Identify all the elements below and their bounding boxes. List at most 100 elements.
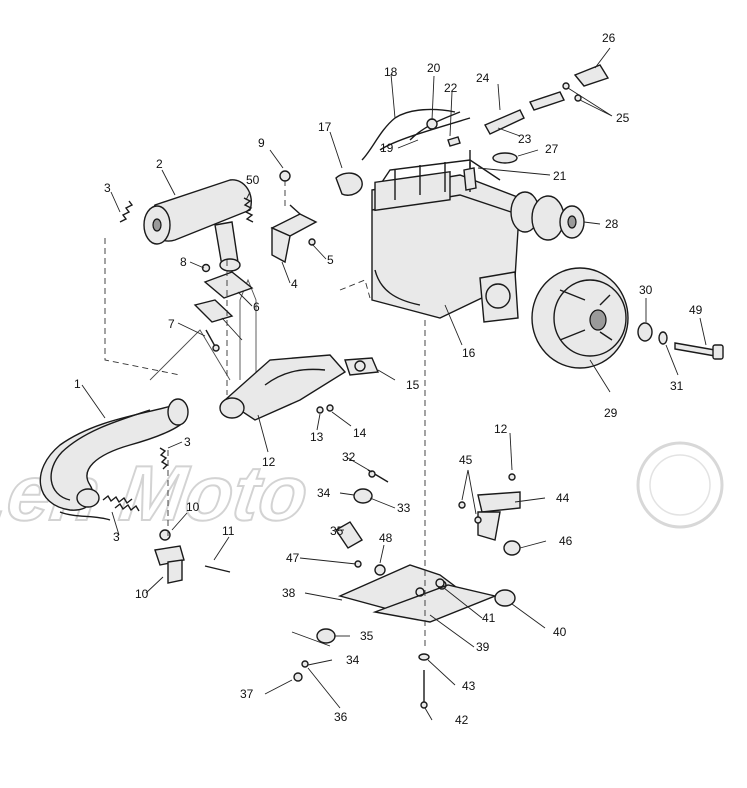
callout-label: 16 (462, 346, 476, 360)
callout-label: 10 (186, 500, 200, 514)
callout-label: 22 (444, 81, 458, 95)
lower-bracket (154, 529, 231, 584)
washer-42 (435, 578, 445, 588)
callout-label: 47 (286, 551, 300, 565)
callout-label: 15 (406, 378, 420, 392)
callout-label: 49 (689, 303, 703, 317)
bolt-8 (205, 329, 220, 352)
callout-label: 35 (330, 524, 344, 538)
callout-label: 38 (282, 586, 296, 600)
engine-mount-plate (337, 564, 498, 623)
callout-label: 35 (360, 629, 374, 643)
callout-label: 48 (379, 531, 393, 545)
washer-12b (508, 473, 516, 481)
mount-35b (316, 628, 336, 644)
mount-35 (353, 488, 373, 504)
fitting-23 (447, 136, 461, 147)
bracket-21 (426, 118, 438, 130)
callout-label: 13 (310, 430, 324, 444)
callout-label: 3 (184, 435, 191, 449)
gasket-16 (344, 357, 380, 376)
washer-34b (301, 660, 309, 668)
cable-end-27 (562, 64, 610, 102)
muffler-bracket (270, 170, 318, 264)
callout-label: 42 (455, 713, 469, 727)
callout-label: 34 (346, 653, 360, 667)
callout-label: 19 (380, 141, 394, 155)
callout-label: 25 (616, 111, 630, 125)
callout-label: 32 (342, 450, 356, 464)
callout-label: 9 (258, 136, 265, 150)
callout-label: 7 (168, 317, 175, 331)
washer-49 (374, 564, 386, 576)
mount-47 (503, 540, 521, 556)
mount-41 (494, 589, 516, 607)
callout-label: 43 (462, 679, 476, 693)
exhaust-pipe (39, 398, 189, 521)
callout-label: 11 (222, 524, 235, 538)
bracket-45 (477, 491, 521, 541)
exhaust-manifold (219, 354, 347, 421)
callout-label: 33 (397, 501, 411, 515)
callout-label: 3 (104, 181, 111, 195)
fuel-line (484, 91, 565, 135)
bolt-43 (420, 670, 428, 709)
callout-label: 2 (156, 157, 163, 171)
callout-label: 41 (482, 611, 496, 625)
callout-label: 39 (476, 640, 490, 654)
callout-label: 17 (318, 120, 332, 134)
spring-mid (159, 447, 169, 470)
drive-clutch (531, 267, 629, 369)
assembly-lines (104, 180, 426, 650)
callout-label: 50 (246, 173, 260, 187)
spark-plug (463, 150, 477, 191)
callout-label: 8 (180, 255, 187, 269)
washer-28 (492, 152, 518, 164)
callout-labels: 1 2 3 3 3 4 5 6 7 8 9 10 10 11 12 12 13 … (74, 31, 703, 727)
mount-plate (193, 299, 234, 323)
callout-label: 46 (559, 534, 573, 548)
callout-label: 3 (113, 530, 120, 544)
washer-44 (418, 653, 430, 661)
callout-label: 6 (253, 300, 260, 314)
spacer-31 (637, 322, 653, 342)
callout-label: 34 (317, 486, 331, 500)
callout-label: 40 (553, 625, 567, 639)
callout-label: 30 (639, 283, 653, 297)
callout-label: 45 (459, 453, 473, 467)
callout-label: 36 (334, 710, 348, 724)
callout-label: 20 (427, 61, 441, 75)
callout-label: 5 (327, 253, 334, 267)
callout-label: 12 (494, 422, 508, 436)
clutch-bolt (674, 342, 724, 360)
callout-label: 37 (240, 687, 254, 701)
washer-32 (658, 331, 668, 345)
callout-label: 28 (605, 217, 619, 231)
callout-label: 29 (604, 406, 618, 420)
mount-36 (335, 521, 363, 549)
callout-label: 31 (670, 379, 684, 393)
callout-label: 14 (353, 426, 367, 440)
heat-shield (203, 271, 254, 299)
muffler (143, 179, 252, 272)
callout-label: 21 (553, 169, 567, 183)
callout-label: 12 (262, 455, 276, 469)
callout-label: 4 (291, 277, 298, 291)
nuts-46 (458, 501, 482, 524)
spring-51 (243, 197, 254, 223)
engine-block (371, 159, 521, 323)
springs-bottom (102, 494, 140, 512)
callout-label: 44 (556, 491, 570, 505)
washer-5 (308, 238, 316, 246)
nut-9 (201, 263, 211, 273)
callout-leaders (81, 47, 707, 721)
callout-label: 24 (476, 71, 490, 85)
callout-label: 10 (135, 587, 149, 601)
callout-label: 26 (602, 31, 616, 45)
nut-38 (293, 672, 303, 682)
callout-label: 1 (74, 377, 81, 391)
starter-pulley (510, 191, 585, 241)
callout-label: 27 (545, 142, 559, 156)
callout-label: 18 (384, 65, 398, 79)
